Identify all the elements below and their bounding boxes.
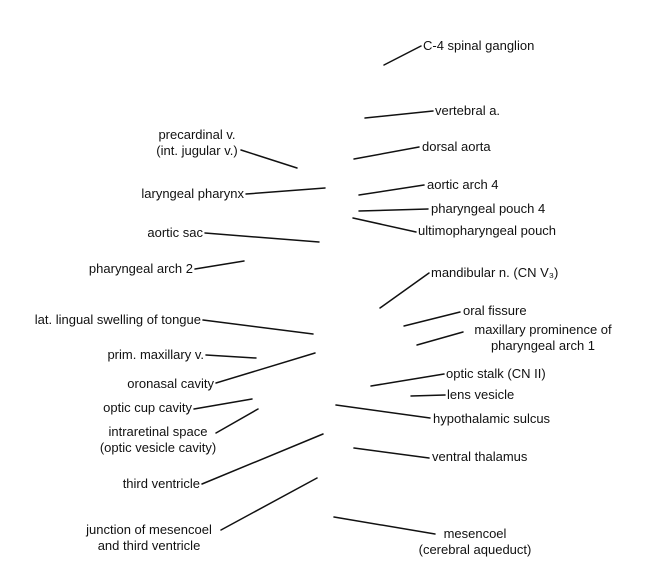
label-maxillary-prominence: maxillary prominence of pharyngeal arch … (463, 322, 623, 354)
label-mesencoel-line1: mesencoel (443, 526, 507, 541)
label-lens-vesicle: lens vesicle (447, 387, 515, 402)
leader-lens-vesicle (410, 394, 446, 397)
leader-optic-stalk (370, 373, 445, 387)
leader-oronasal-cavity (215, 352, 316, 384)
leader-prim-maxillary-v (205, 354, 257, 359)
leader-hypothalamic-sulcus (335, 404, 431, 419)
label-pharyngeal-pouch-4: pharyngeal pouch 4 (431, 201, 546, 216)
label-junction-mesencoel: junction of mesencoel and third ventricl… (76, 522, 222, 554)
leader-mandibular-n (379, 272, 430, 309)
label-intraretinal-space-line1: intraretinal space (108, 424, 208, 439)
leader-third-ventricle (201, 433, 324, 485)
label-hypothalamic-sulcus: hypothalamic sulcus (433, 411, 551, 426)
label-optic-stalk: optic stalk (CN II) (446, 366, 546, 381)
label-ventral-thalamus: ventral thalamus (432, 449, 528, 464)
label-oronasal-cavity: oronasal cavity (127, 376, 214, 391)
leader-optic-cup-cavity (193, 398, 253, 410)
label-oral-fissure: oral fissure (463, 303, 527, 318)
leader-lat-lingual-swelling (202, 319, 314, 335)
label-aortic-sac: aortic sac (147, 225, 203, 240)
leader-aortic-arch-4 (358, 184, 425, 196)
leader-aortic-sac (204, 232, 320, 243)
leader-pharyngeal-arch-2 (194, 260, 245, 270)
label-precardinal-v-line1: precardinal v. (158, 127, 236, 142)
label-optic-cup-cavity: optic cup cavity (103, 400, 192, 415)
leader-intraretinal-space (215, 408, 259, 434)
label-lat-lingual-swelling: lat. lingual swelling of tongue (34, 312, 201, 327)
leader-oral-fissure (403, 311, 461, 327)
label-intraretinal-space: intraretinal space (optic vesicle cavity… (88, 424, 228, 456)
leader-junction-mesencoel (220, 477, 318, 531)
leader-precardinal-v (240, 149, 298, 169)
label-vertebral-a: vertebral a. (435, 103, 501, 118)
label-precardinal-v-line2: (int. jugular v.) (156, 143, 238, 158)
label-maxillary-prominence-line2: pharyngeal arch 1 (490, 338, 596, 353)
label-pharyngeal-arch-2: pharyngeal arch 2 (88, 261, 193, 276)
label-dorsal-aorta: dorsal aorta (422, 139, 491, 154)
leader-laryngeal-pharynx (245, 187, 326, 195)
leader-ventral-thalamus (353, 447, 430, 459)
label-aortic-arch-4: aortic arch 4 (427, 177, 499, 192)
leader-mesencoel (333, 516, 436, 535)
leader-ultimopharyngeal-pouch (352, 217, 417, 233)
label-prim-maxillary-v: prim. maxillary v. (107, 347, 204, 362)
label-intraretinal-space-line2: (optic vesicle cavity) (99, 440, 217, 455)
label-ultimopharyngeal-pouch: ultimopharyngeal pouch (418, 223, 557, 238)
label-mesencoel-line2: (cerebral aqueduct) (418, 542, 532, 557)
label-maxillary-prominence-line1: maxillary prominence of (474, 322, 612, 337)
leader-c4-spinal-ganglion (383, 45, 422, 66)
label-laryngeal-pharynx: laryngeal pharynx (141, 186, 244, 201)
label-junction-mesencoel-line1: junction of mesencoel (86, 522, 212, 537)
leader-pharyngeal-pouch-4 (358, 208, 429, 212)
label-mesencoel: mesencoel (cerebral aqueduct) (405, 526, 545, 558)
leader-vertebral-a (364, 110, 434, 119)
label-junction-mesencoel-line2: and third ventricle (97, 538, 201, 553)
leader-maxillary-prominence (416, 331, 464, 346)
label-c4-spinal-ganglion: C-4 spinal ganglion (423, 38, 535, 53)
leader-dorsal-aorta (353, 146, 420, 160)
label-precardinal-v: precardinal v. (int. jugular v.) (135, 127, 259, 159)
label-third-ventricle: third ventricle (122, 476, 200, 491)
label-mandibular-n: mandibular n. (CN V₃) (431, 265, 559, 280)
